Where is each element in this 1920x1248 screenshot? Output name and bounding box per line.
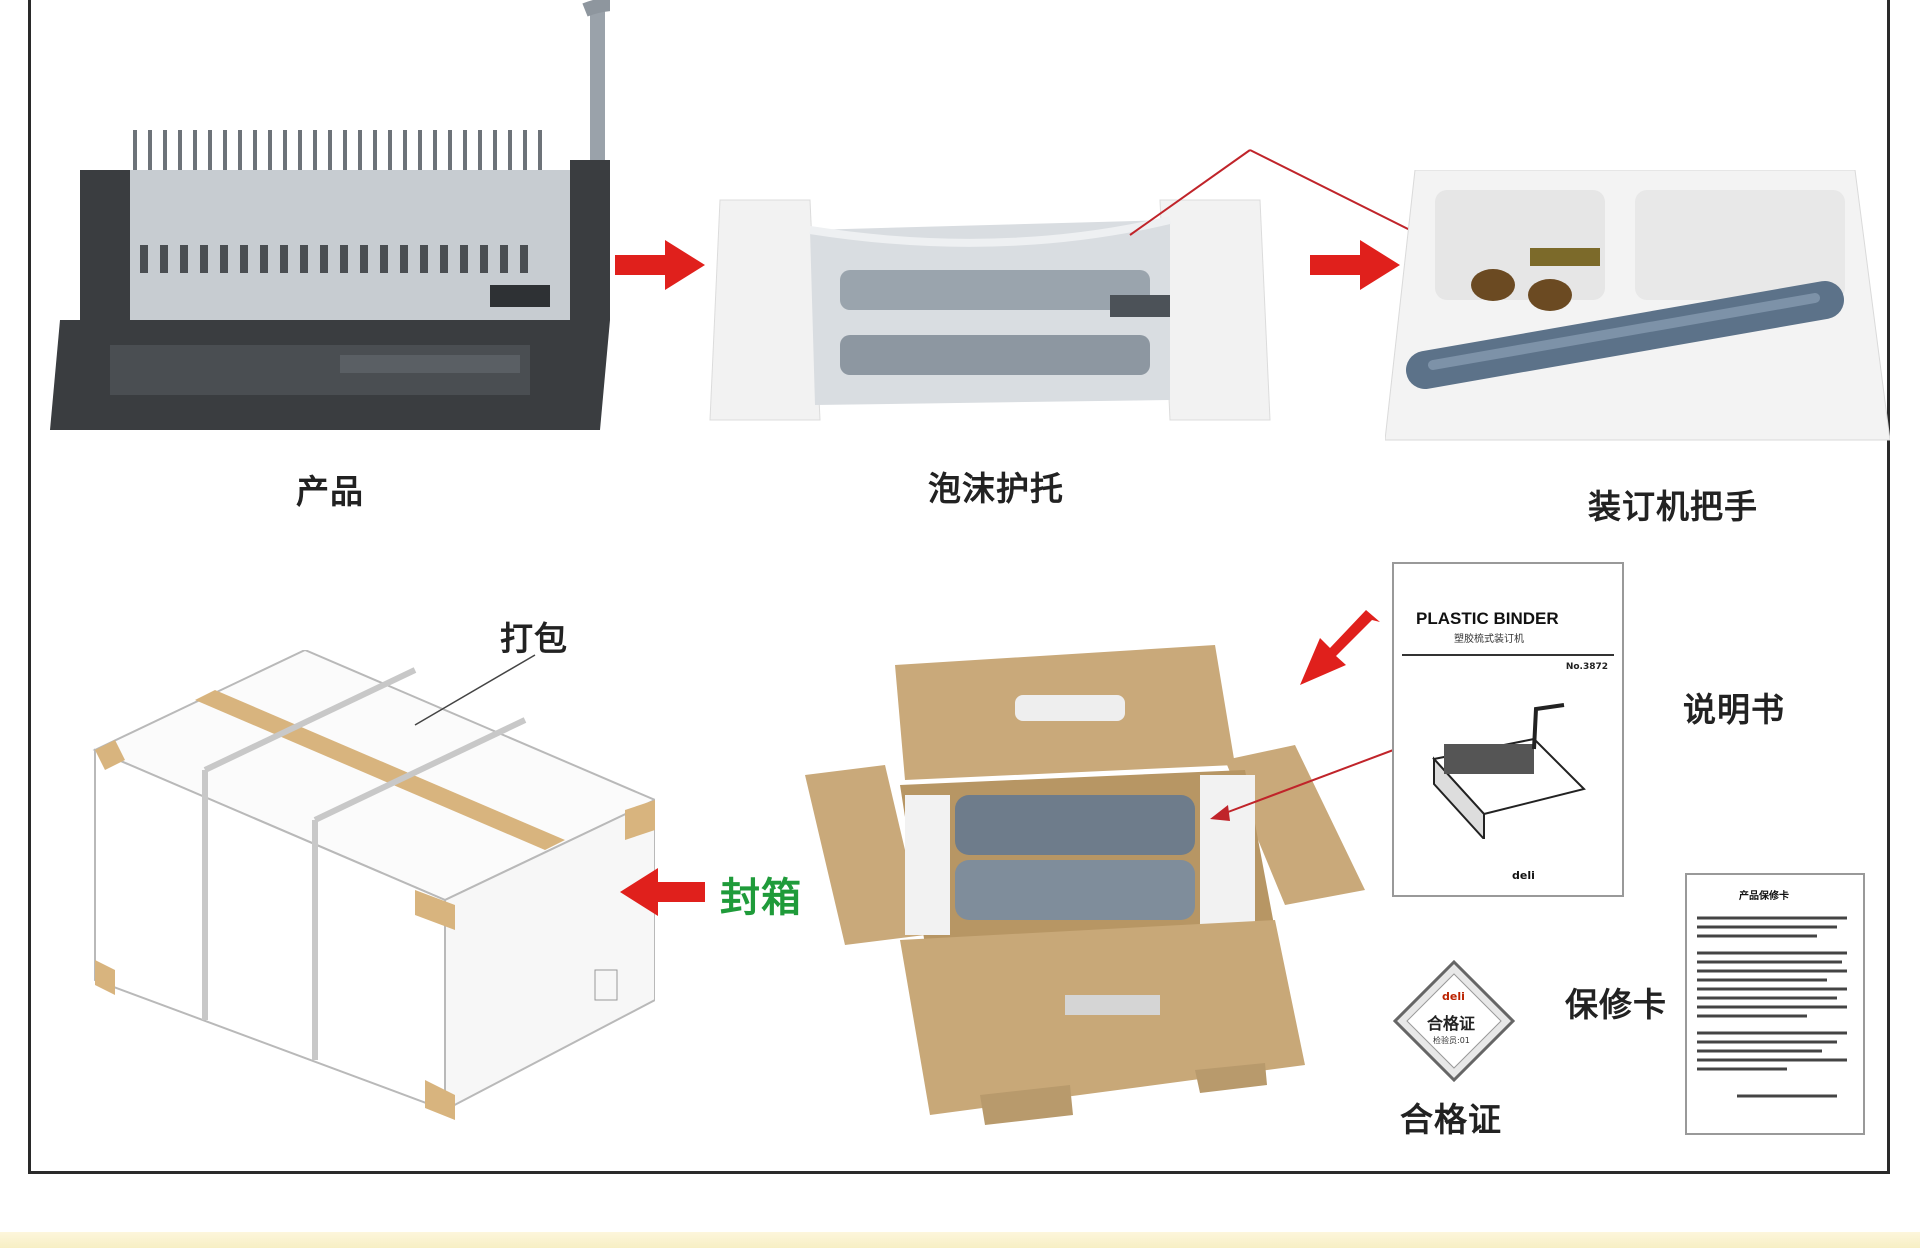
certificate-text: 合格证 (1427, 1014, 1476, 1033)
bottom-band (0, 1232, 1920, 1248)
label-foam-tray: 泡沫护托 (928, 469, 1064, 508)
certificate-brand: deli (1442, 990, 1465, 1003)
label-certificate: 合格证 (1400, 1100, 1502, 1139)
certificate-sub: 检验员:01 (1433, 1036, 1470, 1045)
certificate-badge: deli 合格证 检验员:01 (1393, 960, 1515, 1082)
arrow-right-icon (615, 240, 705, 290)
arrow-left-icon (620, 868, 705, 916)
arrow-down-left-icon (1300, 610, 1380, 685)
warranty-title: 产品保修卡 (1739, 891, 1789, 902)
red-pointer-line (1210, 739, 1421, 821)
warranty-text-lines (1697, 916, 1847, 1098)
manual-brand: deli (1512, 869, 1535, 882)
binding-machine-sketch (1432, 703, 1586, 839)
open-carton-image (805, 645, 1365, 1125)
manual-subtitle: 塑胶梳式装订机 (1454, 634, 1524, 645)
label-handle: 装订机把手 (1588, 487, 1758, 526)
label-product: 产品 (296, 472, 364, 511)
manual-title: PLASTIC BINDER (1416, 609, 1559, 628)
arrow-right-icon (1310, 240, 1400, 290)
label-seal-box: 封箱 (720, 875, 802, 921)
label-manual: 说明书 (1683, 690, 1785, 729)
warranty-card-document: 产品保修卡 (1685, 873, 1865, 1135)
label-packing: 打包 (500, 619, 568, 658)
pointer-line (414, 654, 536, 726)
handle-tray-image (1385, 170, 1890, 441)
label-warranty-card: 保修卡 (1565, 985, 1667, 1024)
manual-model: No.3872 (1565, 662, 1608, 672)
manual-document: PLASTIC BINDER 塑胶梳式装订机 No.3872 deli (1392, 562, 1624, 897)
packed-box-image (92, 650, 655, 1120)
binding-machine-image (50, 0, 610, 430)
foam-tray-image (709, 199, 1271, 421)
